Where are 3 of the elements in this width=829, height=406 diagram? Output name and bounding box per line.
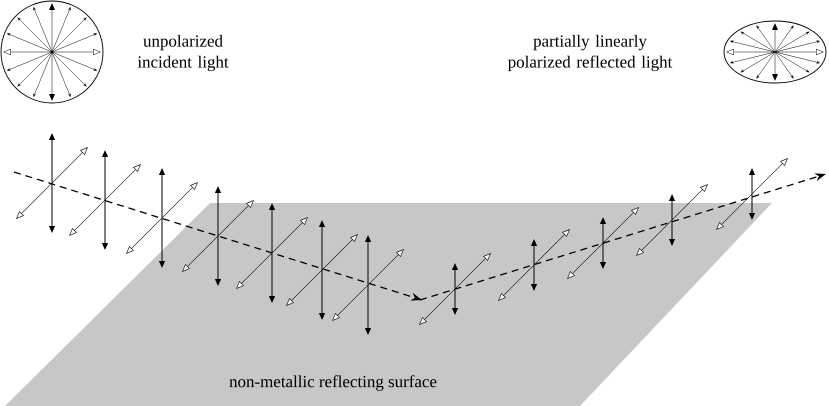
reflecting-surface: non-metallic reflecting surface bbox=[5, 203, 772, 406]
caption-text: partially linearly polarized reflected light bbox=[508, 34, 672, 72]
caption-text: unpolarized incident light bbox=[138, 34, 229, 72]
